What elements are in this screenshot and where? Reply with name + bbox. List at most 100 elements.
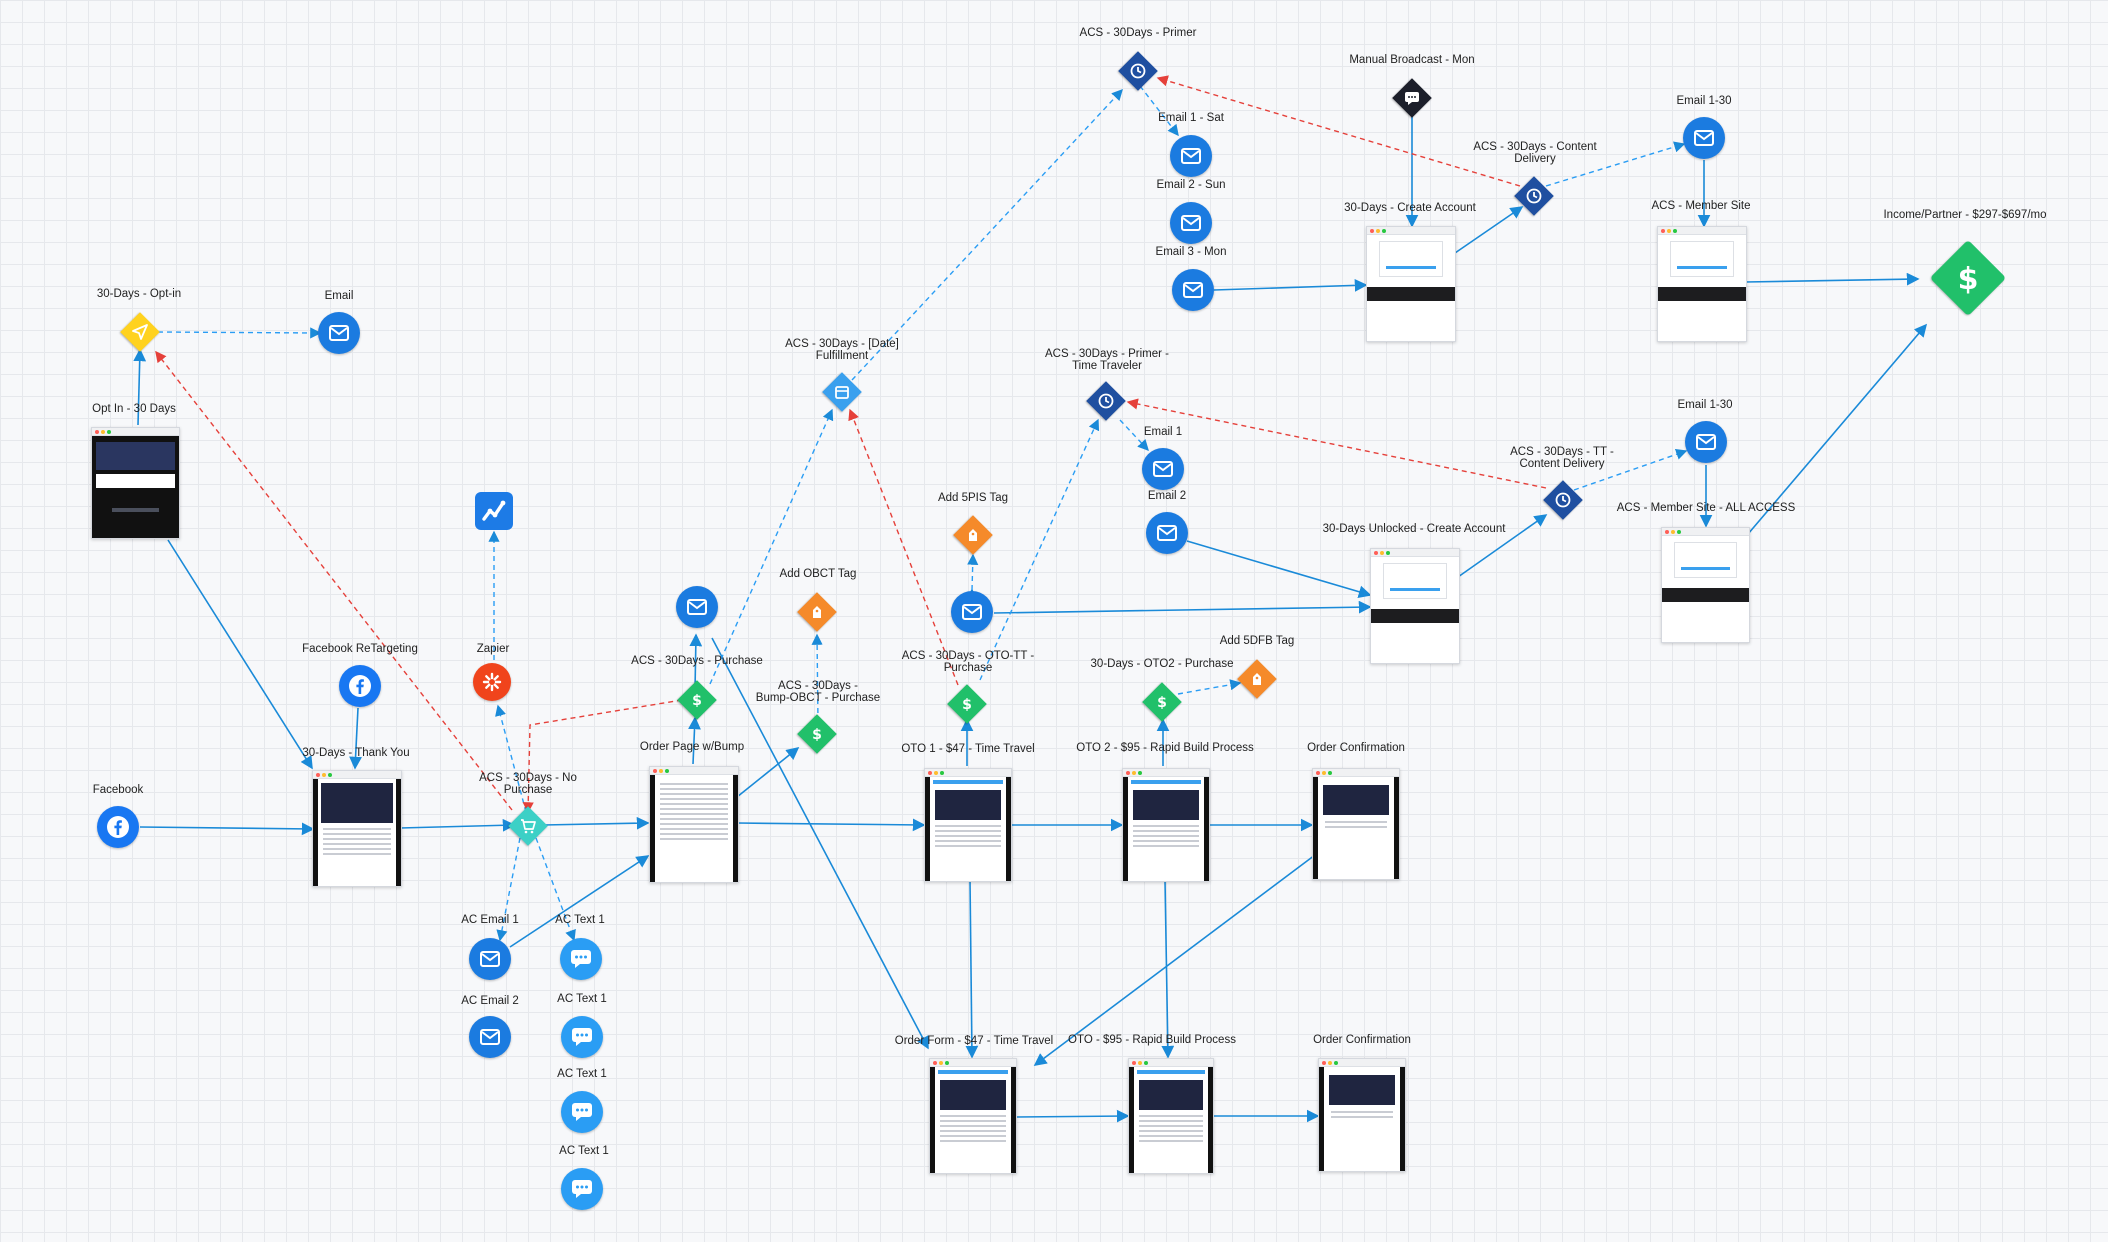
- ac-text-1a-node[interactable]: [560, 938, 602, 980]
- edge-oto1-orderform: [965, 879, 979, 1059]
- oto2-page-thumbnail[interactable]: [1122, 768, 1210, 882]
- email-optin-node[interactable]: [318, 312, 360, 354]
- order-confirmation-1-thumbnail[interactable]: [1312, 768, 1400, 880]
- edge-fbretarget-thankyou: [349, 707, 362, 770]
- facebook-icon: [107, 816, 129, 838]
- edge-confirm-orderform: [1033, 854, 1316, 1066]
- facebook-retargeting-node[interactable]: [339, 665, 381, 707]
- email-2-node[interactable]: [1146, 512, 1188, 554]
- email-1-30-mid-node[interactable]: [1685, 421, 1727, 463]
- label-unlocked-create: 30-Days Unlocked - Create Account: [1322, 523, 1506, 535]
- edge-membersite-income: [1744, 272, 1920, 286]
- label-email-3-mon: Email 3 - Mon: [1155, 246, 1227, 258]
- zapier-icon: [482, 672, 502, 692]
- email-purchase-node[interactable]: [676, 586, 718, 628]
- clock-icon: [1130, 63, 1146, 79]
- edge-fulfillment-primer: [851, 88, 1123, 381]
- income-node[interactable]: $: [1929, 239, 2007, 317]
- label-ac-text-1c: AC Text 1: [557, 1068, 607, 1080]
- ac-text-1c-node[interactable]: [561, 1091, 603, 1133]
- email-ottt-node[interactable]: [951, 591, 993, 633]
- label-order-confirmation-1: Order Confirmation: [1307, 742, 1405, 754]
- email-1-30-top-node[interactable]: [1683, 117, 1725, 159]
- ac-text-1b-node[interactable]: [561, 1016, 603, 1058]
- no-purchase-node[interactable]: [508, 806, 548, 846]
- create-account-thumbnail[interactable]: [1366, 226, 1456, 342]
- label-primer: ACS - 30Days - Primer: [1079, 27, 1197, 39]
- facebook-node[interactable]: [97, 806, 139, 848]
- edge-email3-createaccount: [1213, 278, 1368, 292]
- envelope-icon: [1183, 282, 1203, 298]
- label-oto-tt-purchase: ACS - 30Days - OTO-TT - Purchase: [901, 650, 1035, 674]
- oto2-purchase-node[interactable]: $: [1142, 682, 1182, 722]
- label-thank-you: 30-Days - Thank You: [302, 747, 410, 759]
- zapier-node[interactable]: [473, 663, 511, 701]
- label-email-2-sun: Email 2 - Sun: [1156, 179, 1226, 191]
- dollar-icon: $: [1958, 262, 1979, 295]
- envelope-icon: [329, 325, 349, 341]
- activecampaign-node[interactable]: [475, 492, 513, 530]
- primer-tt-timer-node[interactable]: [1086, 381, 1126, 421]
- order-confirmation-2-thumbnail[interactable]: [1318, 1058, 1406, 1172]
- ac-email-1-node[interactable]: [469, 938, 511, 980]
- add-5dfb-tag-node[interactable]: [1237, 659, 1277, 699]
- tag-icon: [1253, 673, 1261, 685]
- edge-facebook-thankyou: [139, 822, 315, 836]
- optin-page-thumbnail[interactable]: [91, 427, 180, 539]
- tt-content-delivery-timer-node[interactable]: [1543, 480, 1583, 520]
- label-oto-rapid: OTO - $95 - Rapid Build Process: [1068, 1034, 1236, 1046]
- edge-ttdelivery-primertt-red: [1126, 398, 1547, 489]
- content-delivery-timer-node[interactable]: [1514, 176, 1554, 216]
- paper-plane-icon: [132, 324, 148, 340]
- edge-orderpage-oto1: [736, 818, 926, 832]
- clock-icon: [1098, 393, 1114, 409]
- member-all-access-thumbnail[interactable]: [1661, 527, 1750, 643]
- label-add-5dfb: Add 5DFB Tag: [1219, 635, 1295, 647]
- edge-unlocked-ttdelivery: [1457, 514, 1548, 578]
- manual-broadcast-node[interactable]: [1392, 78, 1432, 118]
- order-form-tt-thumbnail[interactable]: [929, 1058, 1017, 1174]
- oto1-page-thumbnail[interactable]: [924, 768, 1012, 882]
- edge-ottt-fulfillment-red: [848, 408, 959, 686]
- dollar-icon: $: [1157, 695, 1167, 710]
- clock-icon: [1526, 188, 1542, 204]
- email-2-sun-node[interactable]: [1170, 202, 1212, 244]
- email-1-node[interactable]: [1142, 448, 1184, 490]
- chat-icon: [572, 1028, 592, 1046]
- add-5pis-tag-node[interactable]: [953, 515, 993, 555]
- edge-optin-thankyou: [167, 539, 313, 770]
- edge-ttdelivery-email130: [1573, 448, 1688, 491]
- primer-timer-node[interactable]: [1118, 51, 1158, 91]
- dollar-icon: $: [962, 697, 972, 712]
- label-add-obct: Add OBCT Tag: [779, 568, 857, 580]
- member-site-thumbnail[interactable]: [1657, 226, 1747, 342]
- bump-obct-purchase-node[interactable]: $: [797, 714, 837, 754]
- label-content-delivery: ACS - 30Days - Content Delivery: [1473, 141, 1597, 165]
- ac-email-2-node[interactable]: [469, 1016, 511, 1058]
- label-ac-email-2: AC Email 2: [461, 995, 519, 1007]
- edge-purchase-fulfillment: [709, 408, 834, 685]
- label-member-site: ACS - Member Site: [1651, 200, 1751, 212]
- fulfillment-node[interactable]: [822, 372, 862, 412]
- acs-purchase-node[interactable]: $: [677, 680, 717, 720]
- label-acs-purchase: ACS - 30Days - Purchase: [631, 655, 763, 667]
- envelope-icon: [480, 951, 500, 967]
- oto-rapid-thumbnail[interactable]: [1128, 1058, 1214, 1174]
- thank-you-page-thumbnail[interactable]: [312, 770, 402, 887]
- email-3-mon-node[interactable]: [1172, 269, 1214, 311]
- edge-createaccount-contentdelivery: [1454, 206, 1524, 254]
- add-obct-tag-node[interactable]: [797, 592, 837, 632]
- order-page-thumbnail[interactable]: [649, 766, 739, 883]
- ac-text-1d-node[interactable]: [561, 1168, 603, 1210]
- label-income: Income/Partner - $297-$697/mo: [1883, 209, 2047, 221]
- edge-contentdelivery-email130: [1545, 141, 1686, 187]
- email-1-sat-node[interactable]: [1170, 135, 1212, 177]
- unlocked-create-account-thumbnail[interactable]: [1370, 548, 1460, 664]
- oto-tt-purchase-node[interactable]: $: [947, 684, 987, 724]
- optin-node[interactable]: [120, 312, 160, 352]
- edge-contentdelivery-primer-red: [1156, 75, 1521, 187]
- edge-bump-obct: [811, 633, 823, 723]
- label-email-optin: Email: [324, 290, 354, 302]
